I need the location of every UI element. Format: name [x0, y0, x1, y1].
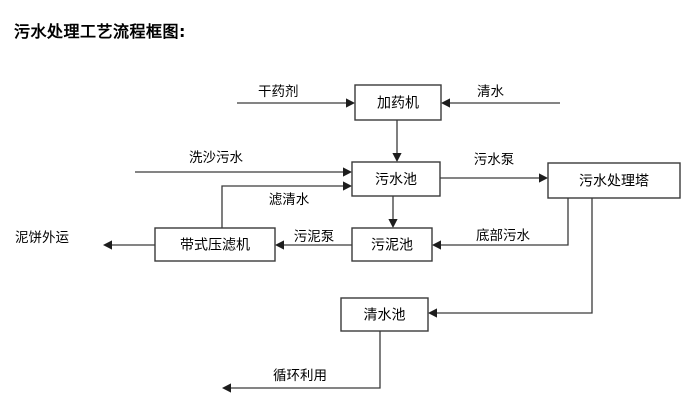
- edge-dry-chemical-to-dosing: [237, 98, 355, 108]
- edge-sandwash-to-wastewater-pool-arrowhead: [343, 167, 352, 177]
- edge-pool-to-tower-arrowhead: [539, 173, 548, 183]
- node-sludge-pool[interactable]: 污泥池: [351, 227, 433, 262]
- node-belt-filter-press-box[interactable]: [154, 227, 276, 262]
- node-clean-water-pool-label: 清水池: [364, 308, 406, 324]
- edge-pool-to-tower: [440, 173, 548, 183]
- edges-layer: [103, 98, 593, 393]
- edge-tower-to-sludge-pool-arrowhead: [432, 240, 441, 250]
- node-treatment-tower[interactable]: 污水处理塔: [547, 162, 681, 199]
- terminal-dry-chemical-input: 干药剂: [258, 84, 299, 100]
- edge-press-to-mud-cake: [103, 240, 155, 250]
- edge-filtered-to-wastewater-pool: [221, 181, 352, 228]
- node-sludge-pool-box[interactable]: [351, 227, 433, 262]
- node-treatment-tower-box[interactable]: [547, 162, 681, 199]
- edge-clean-water-recycle: [222, 331, 381, 393]
- edge-filtered-to-wastewater-pool-arrowhead: [343, 181, 352, 191]
- terminal-mud-cake-output: 泥饼外运: [15, 230, 69, 246]
- edge-press-to-mud-cake-arrowhead: [103, 240, 112, 250]
- edge-clean-water-to-dosing: [441, 98, 560, 108]
- edge-sludge-to-press: [275, 240, 352, 250]
- edge-label-wastewater-pump: 污水泵: [474, 152, 515, 168]
- edge-wastewater-pool-to-sludge: [388, 196, 398, 228]
- node-wastewater-pool[interactable]: 污水池: [351, 161, 441, 197]
- node-wastewater-pool-label: 污水池: [375, 172, 417, 188]
- edge-dosing-to-wastewater-pool-arrowhead: [392, 153, 402, 162]
- node-clean-water-pool-box[interactable]: [340, 297, 429, 332]
- edge-dosing-to-wastewater-pool: [392, 120, 402, 162]
- node-belt-filter-press-label: 带式压滤机: [180, 238, 250, 254]
- page-title: 污水处理工艺流程框图:: [14, 22, 186, 41]
- node-dosing-machine-label: 加药机: [377, 96, 419, 112]
- node-belt-filter-press[interactable]: 带式压滤机: [154, 227, 276, 262]
- edge-label-recycle-reuse: 循环利用: [273, 368, 327, 384]
- edge-label-sand-wash-wastewater: 洗沙污水: [189, 150, 243, 166]
- edge-tower-to-sludge-pool: [432, 198, 569, 250]
- edge-label-bottom-wastewater: 底部污水: [476, 228, 530, 244]
- terminal-clean-water-input: 清水: [477, 84, 504, 100]
- node-treatment-tower-label: 污水处理塔: [579, 174, 649, 190]
- node-dosing-machine[interactable]: 加药机: [354, 84, 442, 121]
- node-clean-water-pool[interactable]: 清水池: [340, 297, 429, 332]
- edge-sandwash-to-wastewater-pool: [135, 167, 352, 177]
- node-dosing-machine-box[interactable]: [354, 84, 442, 121]
- edge-clean-water-recycle-arrowhead: [222, 383, 231, 393]
- node-sludge-pool-label: 污泥池: [371, 238, 413, 254]
- node-wastewater-pool-box[interactable]: [351, 161, 441, 197]
- edge-sludge-to-press-arrowhead: [275, 240, 284, 250]
- edge-tower-to-clean-water-pool: [428, 198, 593, 318]
- edge-label-filtered-clear-water: 滤清水: [269, 192, 310, 208]
- edge-wastewater-pool-to-sludge-arrowhead: [388, 219, 398, 228]
- edge-tower-to-clean-water-pool-arrowhead: [428, 308, 437, 318]
- edge-label-sludge-pump: 污泥泵: [294, 229, 335, 245]
- edge-dry-chemical-to-dosing-arrowhead: [346, 98, 355, 108]
- edge-clean-water-to-dosing-arrowhead: [441, 98, 450, 108]
